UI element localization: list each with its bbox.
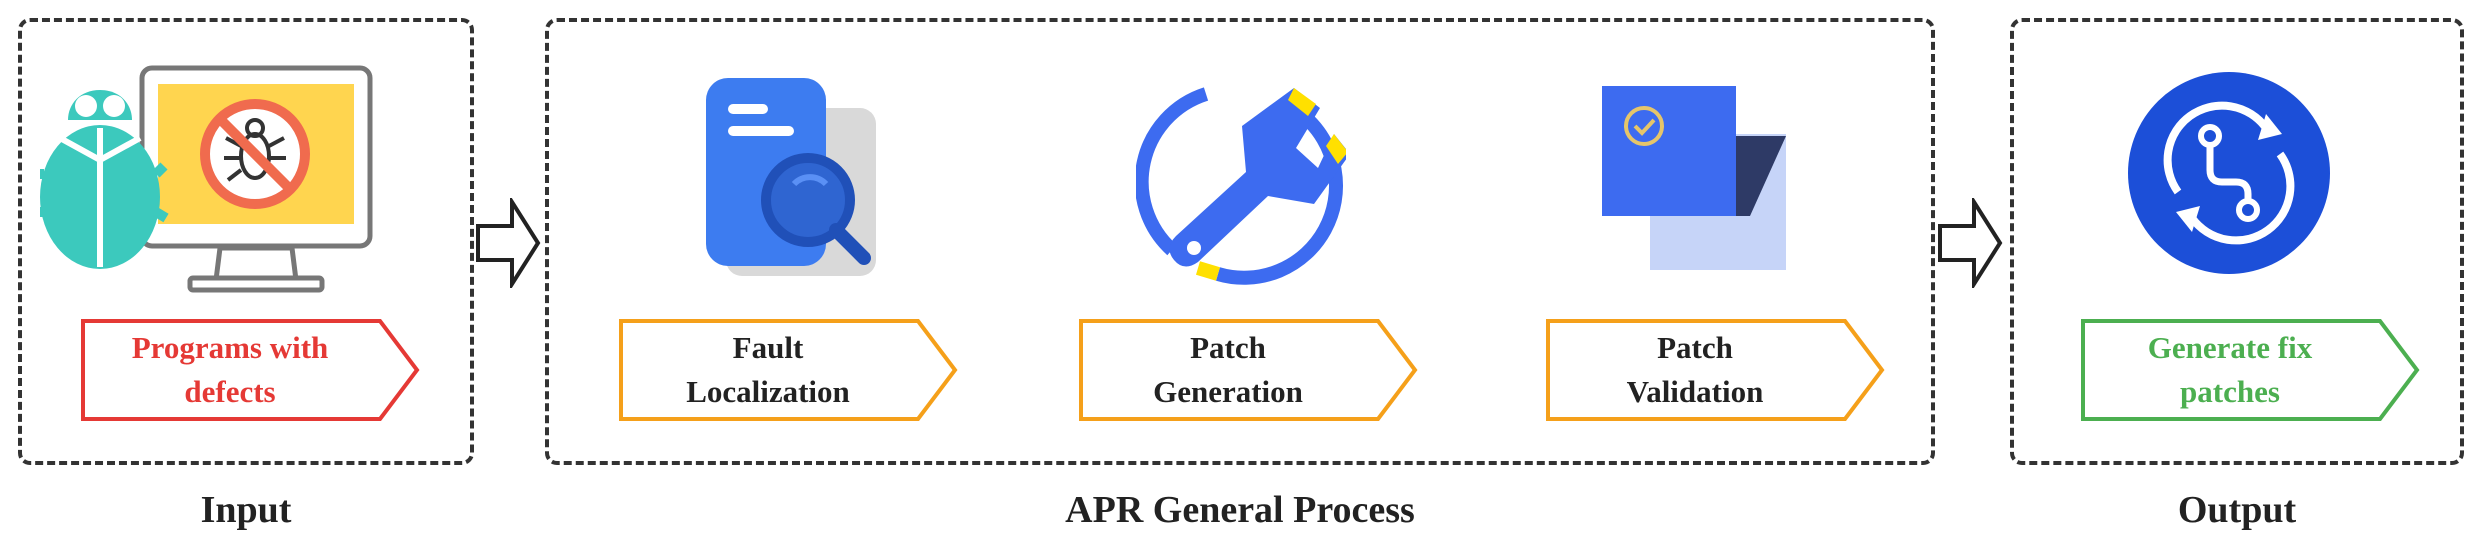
validation-document-icon	[1600, 84, 1800, 279]
fix-cycle-icon	[2126, 70, 2332, 281]
step-1-label: Fault Localization	[686, 330, 850, 409]
bug-computer-icon	[40, 62, 380, 307]
step-1-tag: Fault Localization	[618, 318, 958, 422]
flow-arrow-2	[1938, 195, 2004, 293]
input-label-tag: Programs with defects	[80, 318, 420, 422]
output-panel	[2010, 18, 2464, 465]
step-3-label: Patch Validation	[1626, 330, 1764, 409]
wrench-icon	[1134, 76, 1350, 291]
input-caption: Input	[200, 489, 292, 531]
step-3-tag: Patch Validation	[1545, 318, 1885, 422]
process-caption: APR General Process	[1065, 489, 1415, 531]
server-search-icon	[686, 76, 886, 291]
output-label-tag: Generate fix patches	[2080, 318, 2420, 422]
process-panel	[545, 18, 1935, 465]
step-2-label: Patch Generation	[1153, 330, 1303, 409]
input-panel	[18, 18, 474, 465]
input-label: Programs with defects	[131, 330, 329, 409]
step-2-tag: Patch Generation	[1078, 318, 1418, 422]
output-caption: Output	[2177, 489, 2297, 531]
output-label: Generate fix patches	[2147, 330, 2313, 409]
flow-arrow-1	[476, 195, 542, 293]
